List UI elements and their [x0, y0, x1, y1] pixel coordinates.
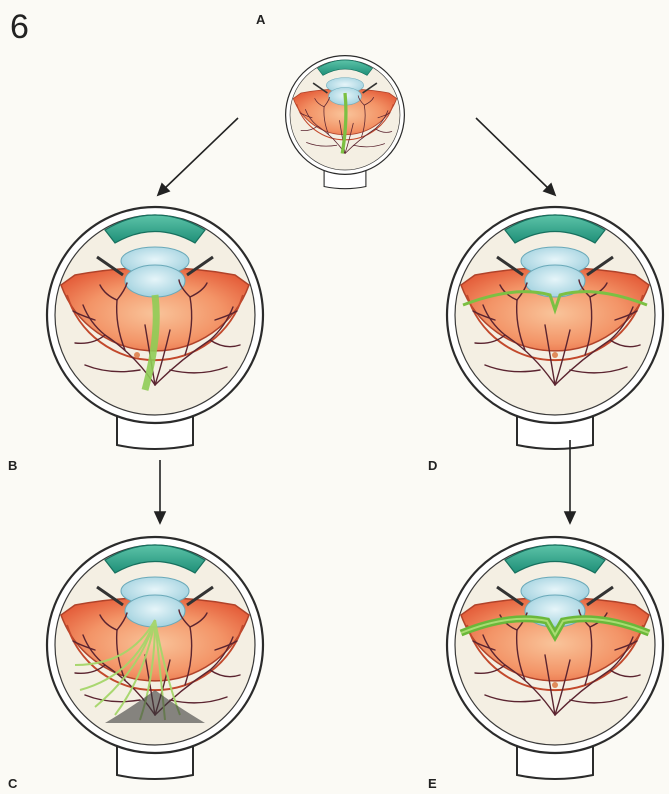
eye-illustration-c: [47, 537, 263, 779]
eye-illustration-b: [47, 207, 263, 449]
eye-illustration-a: [286, 56, 405, 189]
arrow-a-to-b: [158, 118, 238, 195]
eye-illustration-d: [447, 207, 663, 449]
arrow-d-to-e: [565, 440, 575, 523]
arrow-b-to-c: [155, 460, 165, 523]
eye-illustration-e: [447, 537, 663, 779]
arrow-a-to-d: [476, 118, 555, 195]
